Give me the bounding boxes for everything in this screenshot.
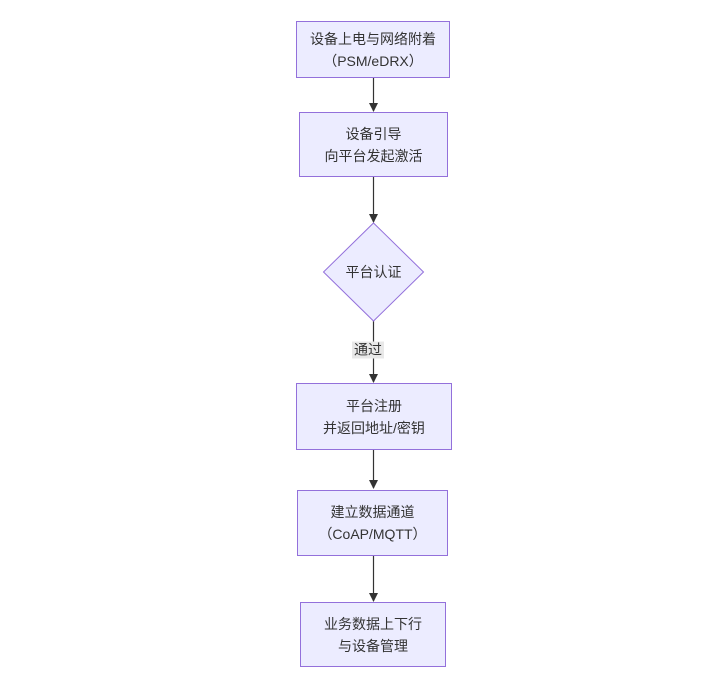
node-business-data-line2: 与设备管理 [338,637,408,654]
node-bootstrap-line2: 向平台发起激活 [324,147,423,164]
node-platform-register-line1: 平台注册 [346,397,402,414]
node-data-channel-line2: （CoAP/MQTT） [318,526,427,542]
node-power-attach-line2: （PSM/eDRX） [323,52,423,69]
node-platform-auth-shape [322,222,425,322]
node-power-attach: 设备上电与网络附着 （PSM/eDRX） [296,21,450,78]
node-bootstrap: 设备引导 向平台发起激活 [299,112,448,177]
node-business-data: 业务数据上下行 与设备管理 [300,602,446,667]
node-platform-register-line2: 并返回地址/密钥 [323,419,425,436]
node-bootstrap-line1: 设备引导 [345,125,402,142]
edge-label-pass: 通过 [352,341,384,359]
node-data-channel: 建立数据通道 （CoAP/MQTT） [297,490,448,556]
node-business-data-line1: 业务数据上下行 [324,615,422,632]
node-platform-auth-label: 平台认证 [345,264,402,280]
node-power-attach-line1: 设备上电与网络附着 [310,30,436,47]
node-platform-register: 平台注册 并返回地址/密钥 [296,383,452,450]
node-data-channel-line1: 建立数据通道 [330,504,415,520]
